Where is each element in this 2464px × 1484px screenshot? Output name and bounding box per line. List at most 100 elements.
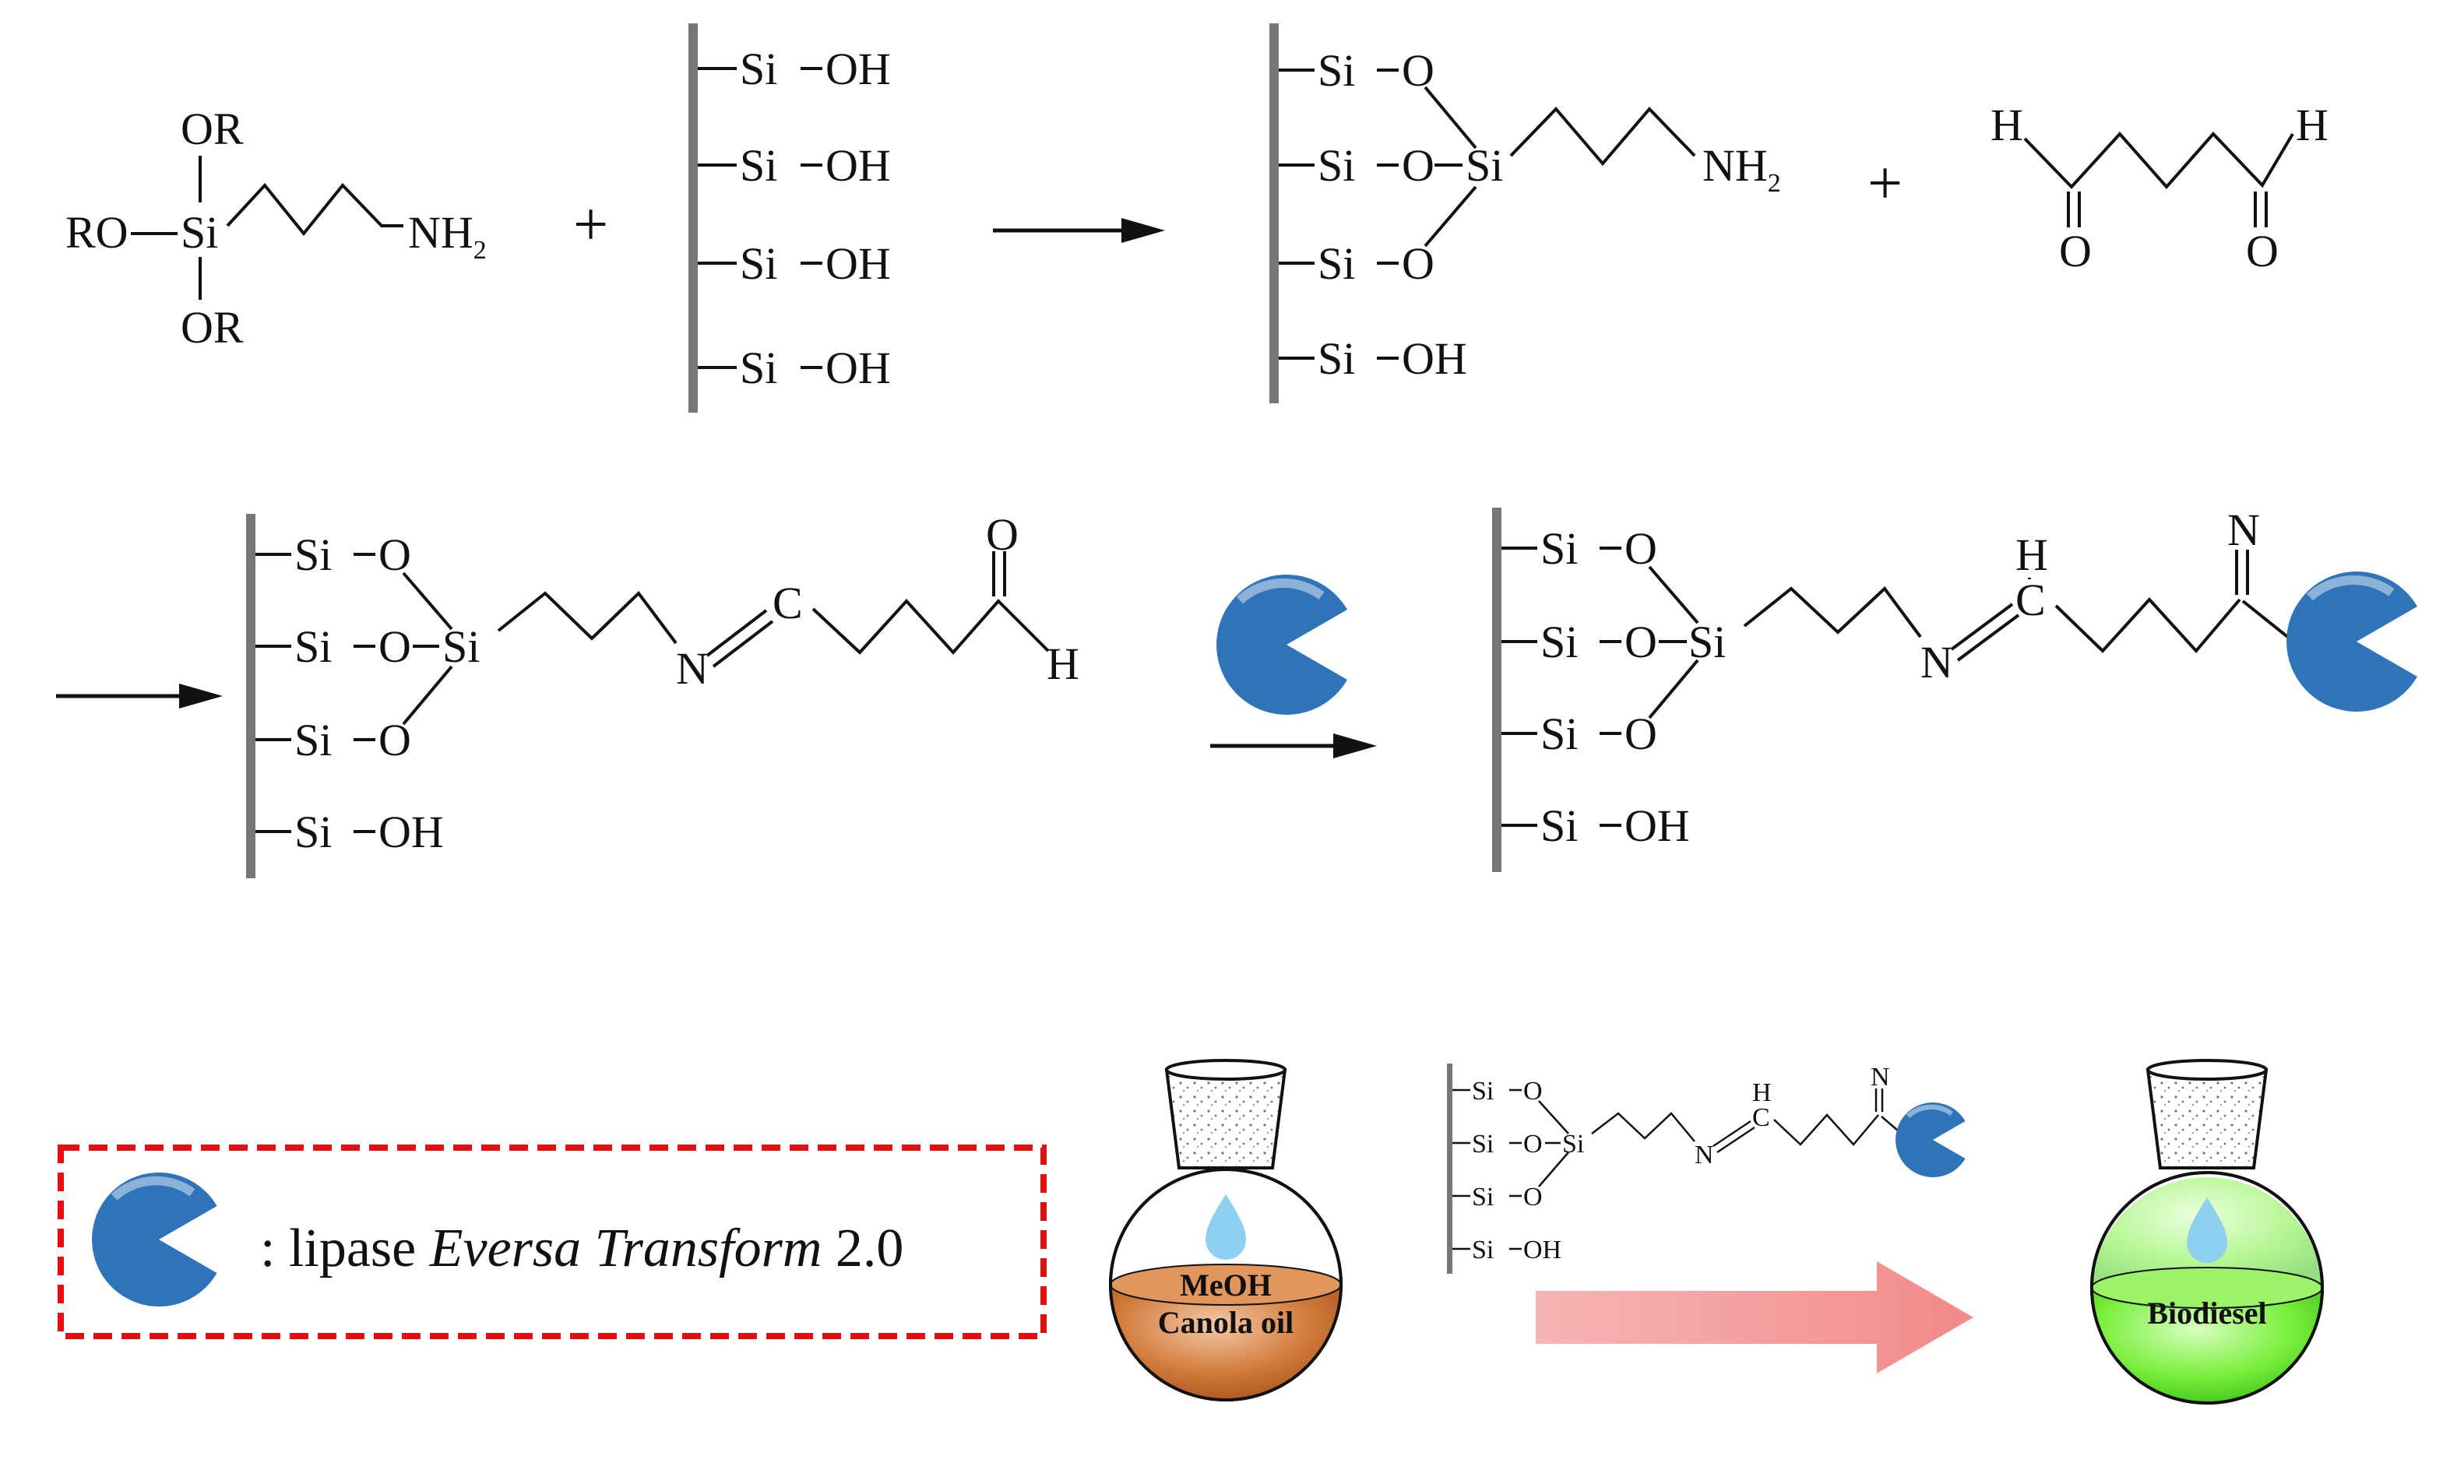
svg-text:Si: Si (740, 140, 777, 191)
svg-text:OH: OH (1402, 333, 1467, 384)
svg-text:Si: Si (294, 529, 332, 580)
aminated-silica: Si O Si O Si O Si OH Si NH2 (1269, 23, 1781, 403)
h-right: H (2296, 100, 2328, 150)
svg-text:OH: OH (378, 807, 444, 857)
svg-text:O: O (1624, 617, 1657, 667)
aldehyde-h: H (1047, 638, 1079, 689)
reaction-flask-right: Biodiesel (2090, 1059, 2325, 1405)
svg-text:N: N (1871, 1063, 1890, 1092)
svg-text:O: O (1523, 1183, 1543, 1211)
flask-stopper (2145, 1068, 2269, 1169)
reaction-arrow-2 (56, 684, 223, 709)
central-si: Si (1466, 140, 1503, 191)
h-left: H (1991, 100, 2023, 150)
svg-text:O: O (1624, 523, 1657, 574)
water-droplet-icon (1206, 1194, 1246, 1260)
flask-left-line2: Canola oil (1158, 1305, 1294, 1340)
svg-text:Si: Si (1472, 1183, 1494, 1211)
svg-text:Si: Si (740, 44, 777, 94)
svg-text:O: O (1402, 45, 1434, 96)
immobilized-lipase: Si O Si O Si O Si OH Si N C H N (1492, 505, 2291, 872)
lipase-enzyme-icon (2286, 571, 2417, 712)
reaction-arrow-1 (993, 218, 1165, 243)
ro-left-label: RO (65, 207, 128, 258)
svg-text:Si: Si (1472, 1130, 1494, 1159)
surface-group: Si OH (698, 140, 891, 191)
svg-text:Si: Si (1540, 523, 1578, 574)
svg-text:C: C (1752, 1103, 1770, 1132)
svg-text:Si: Si (1472, 1077, 1494, 1106)
legend-label: : lipase Eversa Transform 2.0 (260, 1218, 903, 1278)
svg-text:Si: Si (740, 343, 777, 393)
imine-n-top: N (2227, 505, 2260, 555)
svg-text:Si: Si (294, 715, 332, 765)
plus-sign-1: + (573, 191, 608, 259)
svg-text:OH: OH (1523, 1236, 1561, 1264)
reaction-arrow-3 (1210, 733, 1377, 758)
nh2-label: NH2 (408, 207, 487, 265)
si-label: Si (181, 207, 218, 258)
glutaraldehyde-activated-silica: Si O Si O Si O Si OH Si N C O H (246, 509, 1079, 878)
water-droplet-icon (2187, 1197, 2227, 1263)
imine-h: H (2015, 529, 2048, 580)
or-top-label: OR (181, 104, 244, 154)
surface-group: Si OH (698, 44, 891, 94)
svg-text:Si: Si (1318, 333, 1355, 384)
svg-text:Si: Si (1540, 617, 1578, 667)
lipase-enzyme-icon (92, 1173, 216, 1306)
surface-group: Si OH (698, 238, 891, 289)
svg-text:Si: Si (1540, 709, 1578, 759)
legend-box: : lipase Eversa Transform 2.0 (58, 1145, 1047, 1339)
aldehyde-o: O (986, 509, 1019, 560)
svg-text:Si: Si (294, 621, 332, 672)
central-si: Si (442, 621, 480, 672)
legend-border (58, 1145, 1047, 1339)
plus-sign-2: + (1867, 149, 1903, 218)
aptes-reagent: OR RO Si OR NH2 (65, 104, 487, 353)
imine-n: N (1920, 637, 1953, 687)
flask-liquid (2092, 1288, 2322, 1403)
silica-surface-oh: Si OH Si OH Si OH Si OH (688, 23, 891, 413)
svg-text:OH: OH (825, 140, 891, 191)
nh2-label: NH2 (1702, 140, 1781, 198)
o-right: O (2246, 226, 2279, 276)
surface-group: Si OH (698, 343, 891, 393)
svg-text:Si: Si (1318, 140, 1355, 191)
svg-text:O: O (1402, 238, 1434, 289)
svg-text:OH: OH (825, 44, 891, 94)
silica-surface-bar (246, 514, 255, 878)
svg-text:Si: Si (294, 807, 332, 857)
svg-text:O: O (1402, 140, 1434, 191)
silica-surface-bar (688, 23, 698, 413)
silica-surface-bar (1492, 508, 1501, 872)
flask-right-label: Biodiesel (2147, 1296, 2266, 1331)
svg-text:O: O (1523, 1130, 1543, 1159)
svg-text:Si: Si (1562, 1130, 1584, 1159)
glutaraldehyde: H O O H (1991, 100, 2328, 276)
flask-left-line1: MeOH (1180, 1268, 1272, 1303)
svg-text:OH: OH (1624, 800, 1690, 851)
flask-stopper (1164, 1068, 1287, 1169)
svg-text:Si: Si (1540, 800, 1578, 851)
svg-text:OH: OH (825, 343, 891, 393)
svg-text:Si: Si (1472, 1236, 1494, 1264)
lipase-enzyme-icon (1896, 1102, 1966, 1177)
lipase-enzyme-icon (1216, 575, 1347, 715)
svg-text:Si: Si (740, 238, 777, 289)
or-bottom-label: OR (181, 302, 244, 353)
process-arrow (1536, 1261, 1973, 1373)
svg-text:Si: Si (1318, 45, 1355, 96)
silica-surface-bar (1269, 23, 1279, 403)
svg-text:O: O (378, 529, 411, 580)
svg-text:OH: OH (825, 238, 891, 289)
imine-n: N (676, 643, 709, 694)
imine-c: C (773, 578, 803, 628)
svg-text:O: O (378, 621, 411, 672)
imine-c: C (2015, 575, 2046, 625)
svg-text:H: H (1752, 1078, 1772, 1107)
central-si: Si (1688, 617, 1726, 667)
silica-surface-bar (1447, 1064, 1452, 1274)
o-left: O (2059, 226, 2092, 276)
svg-text:Si: Si (1318, 238, 1355, 289)
catalyst-mini-structure: Si O Si O Si O Si OH Si N C H N (1447, 1063, 1904, 1274)
